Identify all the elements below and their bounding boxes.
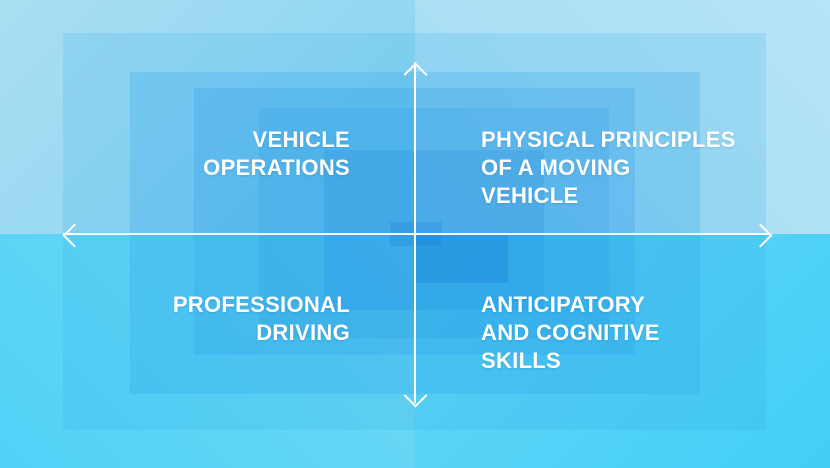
quadrant-label-top-right: PHYSICAL PRINCIPLES OF A MOVING VEHICLE	[481, 127, 736, 208]
arrow-down-icon	[403, 383, 428, 408]
horizontal-axis-line	[63, 233, 770, 235]
arrow-right-icon	[748, 223, 773, 248]
quadrant-label-top-left: VEHICLE OPERATIONS	[203, 127, 350, 180]
quadrant-label-bottom-left: PROFESSIONAL DRIVING	[172, 292, 350, 345]
background-top-left	[0, 0, 415, 234]
arrow-up-icon	[403, 62, 428, 87]
vertical-axis-line	[414, 62, 416, 403]
arrow-left-icon	[62, 223, 87, 248]
background-bottom-left	[0, 234, 415, 468]
overlay-rect-deep	[415, 235, 508, 283]
quadrant-label-bottom-right: ANTICIPATORY AND COGNITIVE SKILLS	[481, 292, 660, 373]
